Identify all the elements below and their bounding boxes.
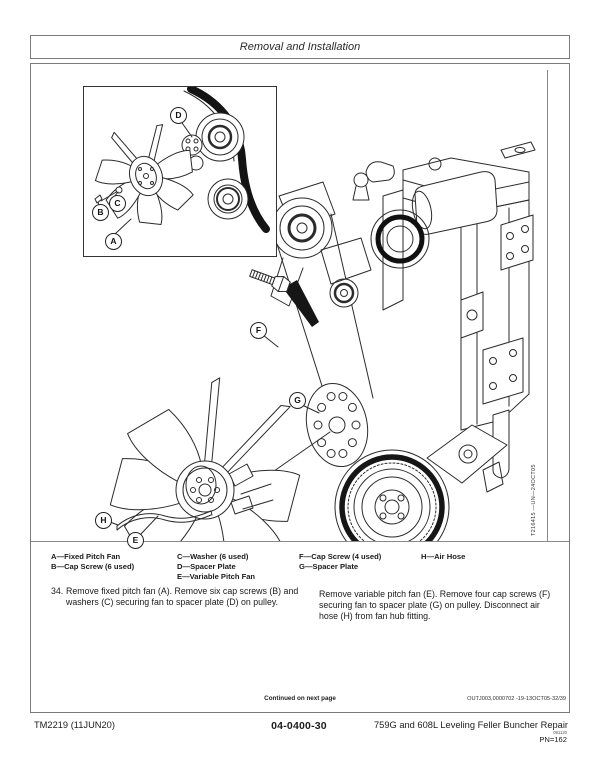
callout-g: G — [289, 392, 306, 409]
content-box: D C B A F G H E T216415 —UN—24OCT05 A—Fi… — [30, 63, 570, 713]
section-title: Removal and Installation — [239, 41, 361, 53]
legend-col-3: F—Cap Screw (4 used) G—Spacer Plate — [299, 552, 381, 572]
legend-separator — [31, 541, 569, 542]
continuation-bar: Continued on next page OUTJ003,0000702 -… — [31, 695, 569, 707]
footer-page-code: 04-0400-30 — [271, 720, 327, 732]
callout-a: A — [105, 233, 122, 250]
footer-manual-title: 759G and 608L Leveling Feller Buncher Re… — [374, 720, 568, 730]
legend-col-1: A—Fixed Pitch Fan B—Cap Screw (6 used) — [51, 552, 134, 572]
legend-item: H—Air Hose — [421, 552, 466, 561]
callout-g-label: G — [294, 395, 301, 406]
legend-item: F—Cap Screw (4 used) — [299, 552, 382, 561]
page-header: Removal and Installation — [30, 35, 570, 59]
step-34: 34. Remove fixed pitch fan (A). Remove s… — [51, 586, 313, 608]
callout-h-label: H — [100, 515, 107, 526]
fixed-fan-diagram — [94, 87, 270, 235]
callout-d-label: D — [175, 110, 182, 121]
callout-d: D — [170, 107, 187, 124]
callout-e: E — [127, 532, 144, 549]
legend-col-4: H—Air Hose — [421, 552, 465, 562]
callout-f: F — [250, 322, 267, 339]
doc-code: OUTJ003,0000702 -19-13OCT05-32/39 — [467, 696, 566, 702]
legend-item: D—Spacer Plate — [177, 562, 236, 571]
legend-item: E—Variable Pitch Fan — [177, 572, 256, 581]
callout-b-label: B — [97, 207, 104, 218]
callout-b: B — [92, 204, 109, 221]
callout-f-label: F — [255, 325, 262, 336]
legend-item: C—Washer (6 used) — [177, 552, 249, 561]
step-34-text: Remove fixed pitch fan (A). Remove six c… — [66, 586, 299, 607]
callout-h: H — [95, 512, 112, 529]
figure-right-rule — [547, 70, 548, 541]
footer-tiny-code: 091120 — [553, 730, 567, 735]
callout-e-label: E — [132, 535, 139, 546]
footer-pn: PN=162 — [539, 735, 567, 744]
legend-item: B—Cap Screw (6 used) — [51, 562, 135, 571]
step-34-continued-text: Remove variable pitch fan (E). Remove fo… — [319, 589, 551, 621]
legend-col-2: C—Washer (6 used) D—Spacer Plate E—Varia… — [177, 552, 255, 582]
step-number: 34. — [51, 586, 64, 596]
legend-item: G—Spacer Plate — [299, 562, 359, 571]
callout-c: C — [109, 195, 126, 212]
figure-id-vertical: T216415 —UN—24OCT05 — [531, 464, 537, 536]
callout-a-label: A — [110, 236, 117, 247]
engine-diagram — [109, 141, 536, 541]
legend-item: A—Fixed Pitch Fan — [51, 552, 121, 561]
continued-note: Continued on next page — [264, 695, 336, 702]
callout-c-label: C — [114, 198, 121, 209]
footer-manual-number: TM2219 (11JUN20) — [34, 720, 115, 730]
